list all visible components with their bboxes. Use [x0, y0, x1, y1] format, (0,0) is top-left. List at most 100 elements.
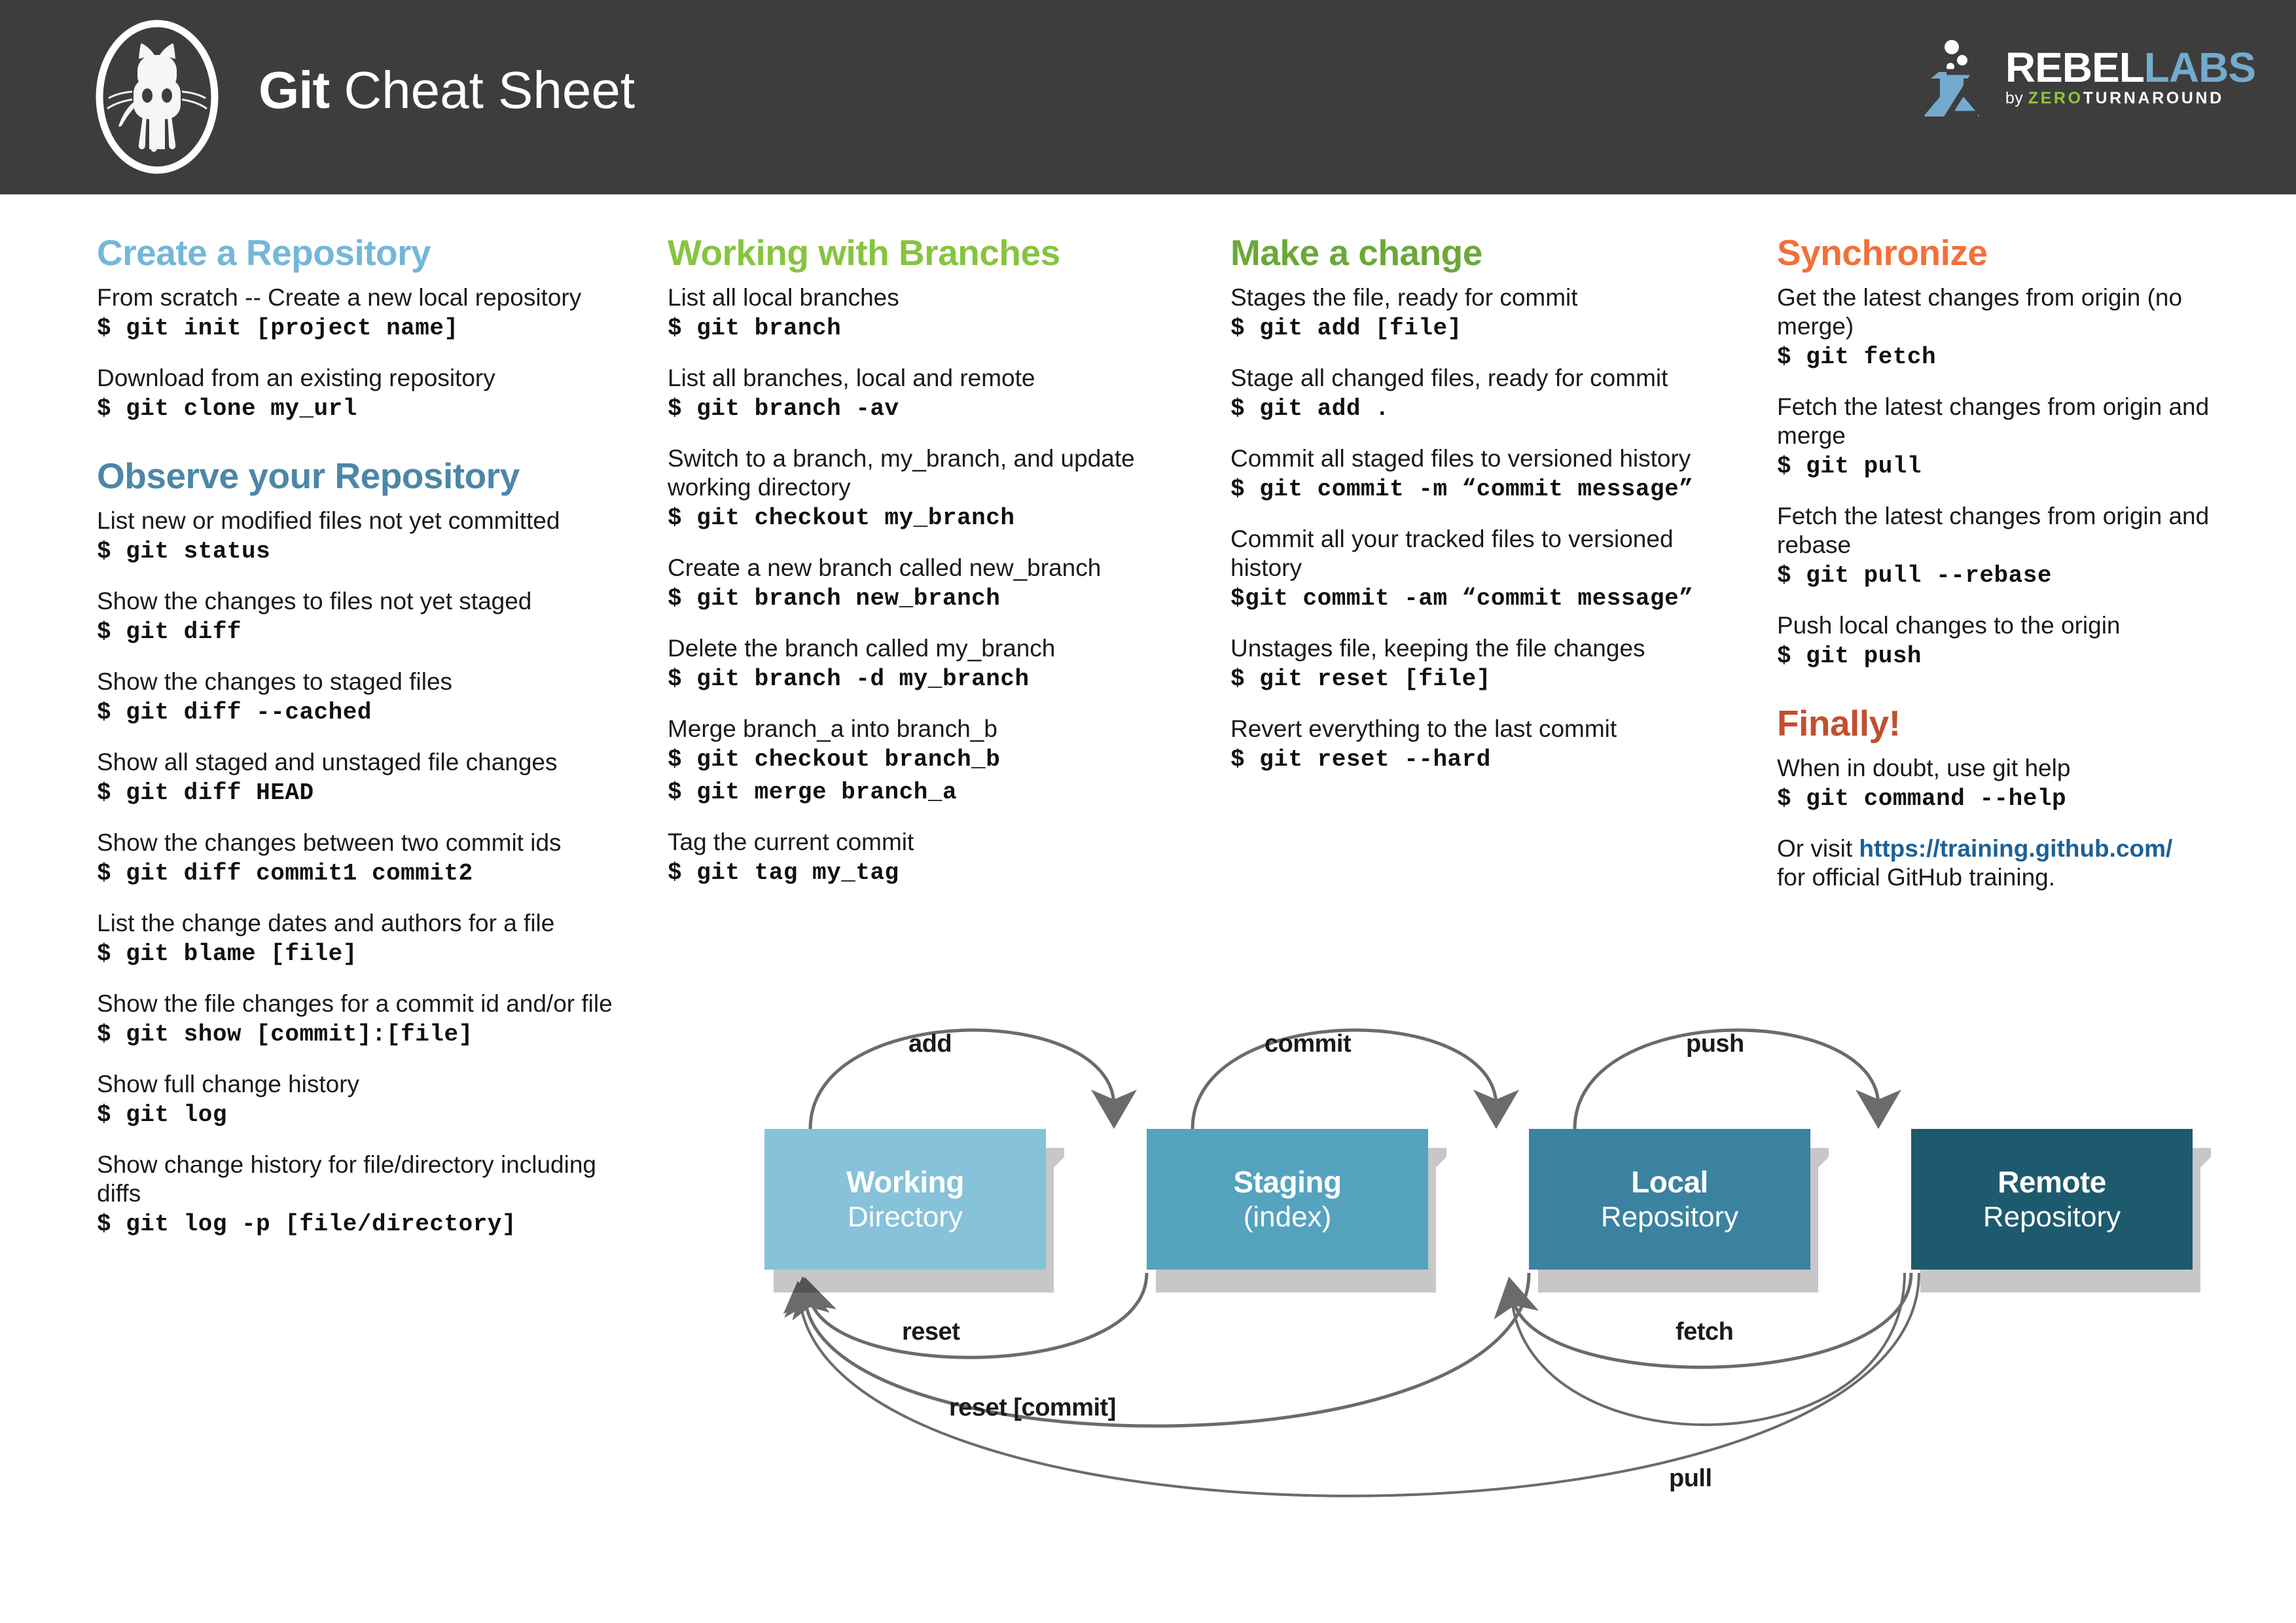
box-title: Staging [1233, 1164, 1342, 1199]
arrow-label-reset-commit: reset [commit] [949, 1394, 1116, 1421]
box-subtitle: Repository [1600, 1200, 1739, 1233]
box-subtitle: Repository [1982, 1200, 2121, 1233]
command-text[interactable]: $git commit -am “commit message” [1230, 585, 1694, 612]
command-text[interactable]: $ git command --help [1777, 785, 2067, 812]
command-text[interactable]: $ git reset [file] [1230, 666, 1491, 692]
command-entry: Commit all staged files to versioned his… [1230, 444, 1748, 506]
command-text[interactable]: $ git branch new_branch [668, 585, 1001, 612]
command-text[interactable]: $ git commit -m “commit message” [1230, 476, 1694, 503]
command-description: Download from an existing repository [97, 365, 495, 391]
command-entry: Delete the branch called my_branch $ git … [668, 634, 1172, 696]
command-description: Fetch the latest changes from origin and… [1777, 393, 2210, 449]
command-text[interactable]: $ git push [1777, 643, 1922, 669]
command-entry: Merge branch_a into branch_b $ git checko… [668, 715, 1172, 809]
command-text[interactable]: $ git show [commit]:[file] [97, 1021, 473, 1048]
command-text[interactable]: $ git init [project name] [97, 315, 459, 342]
command-description: Fetch the latest changes from origin and… [1777, 503, 2210, 558]
command-text[interactable]: $ git branch -av [668, 395, 899, 422]
title-bold: Git [259, 61, 330, 119]
command-text[interactable]: $ git branch -d my_branch [668, 666, 1030, 692]
command-entry: List all local branches $ git branch [668, 283, 1172, 345]
command-description: Commit all your tracked files to version… [1230, 526, 1674, 581]
command-text[interactable]: $ git fetch [1777, 344, 1937, 370]
command-text[interactable]: $ git status [97, 538, 271, 565]
command-description: Show change history for file/directory i… [97, 1151, 596, 1207]
command-description: Get the latest changes from origin (no m… [1777, 284, 2183, 340]
training-footer: Or visit https://training.github.com/for… [1777, 834, 2261, 892]
flask-icon [1924, 38, 1996, 121]
command-text[interactable]: $ git diff HEAD [97, 779, 314, 806]
brand-by: by [2005, 89, 2028, 107]
command-text[interactable]: $ git diff [97, 618, 242, 645]
training-prefix: Or visit [1777, 835, 1859, 862]
command-entry: Stage all changed files, ready for commi… [1230, 364, 1748, 425]
command-text[interactable]: $ git blame [file] [97, 940, 357, 967]
arrow-label-commit: commit [1265, 1030, 1352, 1058]
arrow-label-add: add [908, 1030, 952, 1058]
diagram-box-working: Working Directory [764, 1129, 1046, 1270]
command-entry: Revert everything to the last commit$ gi… [1230, 715, 1748, 776]
box-title: Remote [1998, 1164, 2106, 1199]
command-text[interactable]: $ git add [file] [1230, 315, 1462, 342]
command-entry: Commit all your tracked files to version… [1230, 525, 1748, 615]
command-entry: List the change dates and authors for a … [97, 909, 614, 971]
command-entry: Show the changes to staged files $ git di… [97, 668, 614, 729]
box-subtitle: (index) [1243, 1200, 1332, 1233]
page-title: Git Cheat Sheet [259, 60, 635, 120]
command-text[interactable]: $ git checkout branch_b $ git merge bran… [668, 746, 1001, 806]
command-entry: Download from an existing repository $ gi… [97, 364, 614, 425]
command-entry: Switch to a branch, my_branch, and updat… [668, 444, 1172, 535]
command-entry: Get the latest changes from origin (no m… [1777, 283, 2261, 374]
command-text[interactable]: $ git reset --hard [1230, 746, 1491, 773]
arrow-label-fetch: fetch [1676, 1318, 1734, 1346]
brand-zero: ZERO [2028, 89, 2083, 107]
command-text[interactable]: $ git log [97, 1101, 227, 1128]
command-text[interactable]: $ git branch [668, 315, 842, 342]
command-description: List all local branches [668, 284, 899, 311]
command-entry: Tag the current commit$ git tag my_tag [668, 828, 1172, 889]
arrow-label-push: push [1686, 1030, 1744, 1058]
command-description: Merge branch_a into branch_b [668, 715, 997, 742]
command-description: Switch to a branch, my_branch, and updat… [668, 445, 1135, 501]
command-text[interactable]: $ git log -p [file/directory] [97, 1211, 517, 1238]
section-heading: Working with Branches [668, 232, 1060, 273]
command-entry: Unstages file, keeping the file changes $… [1230, 634, 1748, 696]
command-text[interactable]: $ git checkout my_branch [668, 505, 1015, 531]
command-description: Show full change history [97, 1071, 360, 1097]
training-suffix: for official GitHub training. [1777, 864, 2056, 891]
command-entry: Show change history for file/directory i… [97, 1150, 614, 1241]
command-text[interactable]: $ git diff commit1 commit2 [97, 860, 473, 887]
command-text[interactable]: $ git diff --cached [97, 699, 372, 726]
command-description: Create a new branch called new_branch [668, 554, 1102, 581]
command-text[interactable]: $ git add . [1230, 395, 1390, 422]
command-description: List all branches, local and remote [668, 365, 1035, 391]
command-description: From scratch -- Create a new local repos… [97, 284, 582, 311]
command-text[interactable]: $ git pull --rebase [1777, 562, 2052, 589]
github-training-link[interactable]: https://training.github.com/ [1859, 835, 2173, 862]
command-description: Show the changes to staged files [97, 668, 453, 695]
git-workflow-diagram: Working Directory Staging (index) Local … [733, 975, 2258, 1584]
command-text[interactable]: $ git pull [1777, 453, 1922, 480]
brand-rebel: REBEL [2005, 44, 2145, 91]
command-description: Push local changes to the origin [1777, 612, 2121, 639]
command-description: Delete the branch called my_branch [668, 635, 1056, 662]
diagram-box-staging: Staging (index) [1147, 1129, 1428, 1270]
arrow-label-pull: pull [1669, 1465, 1712, 1492]
command-description: Show the changes between two commit ids [97, 829, 562, 856]
command-text[interactable]: $ git clone my_url [97, 395, 357, 422]
command-description: Stages the file, ready for commit [1230, 284, 1578, 311]
command-entry: List all branches, local and remote $ git… [668, 364, 1172, 425]
command-entry: Show all staged and unstaged file change… [97, 748, 614, 810]
command-description: Unstages file, keeping the file changes [1230, 635, 1645, 662]
command-entry: List new or modified files not yet commi… [97, 507, 614, 568]
section-heading: Make a change [1230, 232, 1482, 273]
command-entry: Show the file changes for a commit id an… [97, 990, 614, 1051]
command-text[interactable]: $ git tag my_tag [668, 859, 899, 886]
command-entry: Push local changes to the origin $ git pu… [1777, 611, 2261, 673]
command-description: When in doubt, use git help [1777, 755, 2071, 781]
section-heading: Create a Repository [97, 232, 431, 273]
command-entry: Create a new branch called new_branch $ g… [668, 554, 1172, 615]
github-octocat-icon [93, 18, 221, 175]
